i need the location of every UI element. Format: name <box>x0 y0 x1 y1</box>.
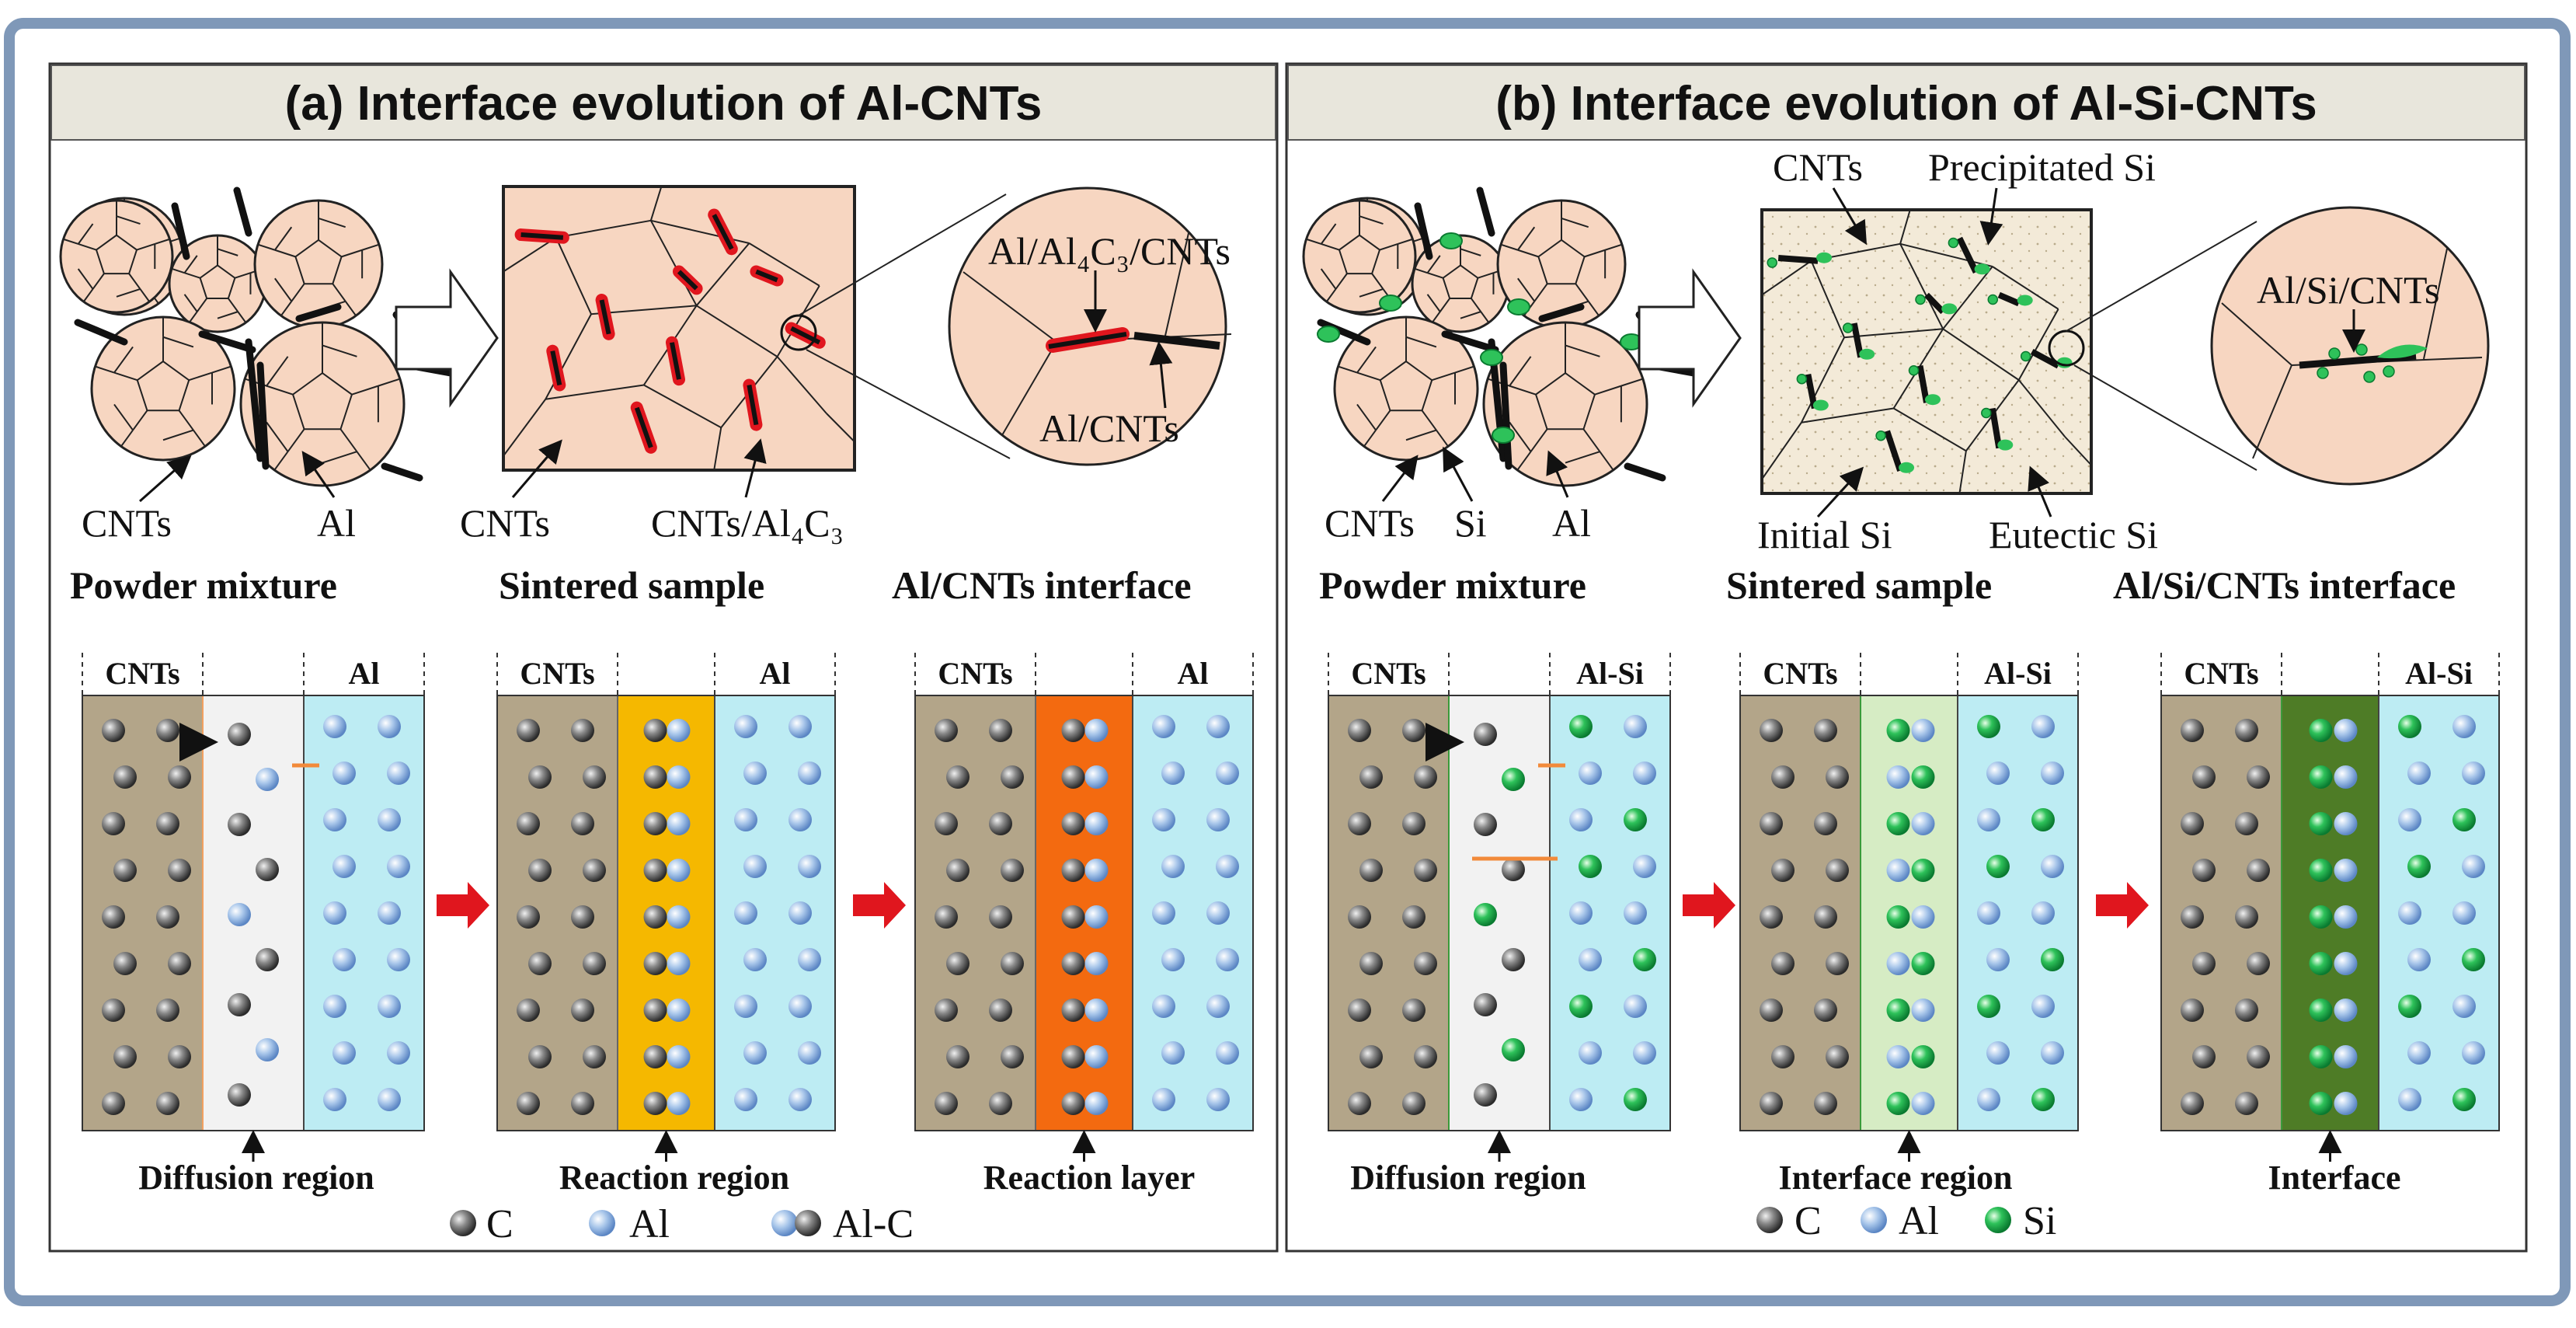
svg-text:Al: Al <box>760 656 791 691</box>
caption-sintered-sample-b: Sintered sample <box>1726 563 1992 607</box>
svg-text:CNTs: CNTs <box>1763 656 1837 691</box>
label-cnts-al4c3: CNTs/Al₄C₃ <box>651 501 844 545</box>
caption-al-si-cnts-interface: Al/Si/CNTs interface <box>2113 563 2456 607</box>
label-cnts-sintered: CNTs <box>460 501 550 545</box>
panel-b-interface-zoom: Al/Si/CNTs Al/Si/CNTs interface <box>2113 206 2490 607</box>
legend-c-b: C <box>1794 1199 1822 1243</box>
svg-text:CNTs: CNTs <box>520 656 594 691</box>
label-precipitated-si: Precipitated Si <box>1928 145 2156 189</box>
svg-text:Al-Si: Al-Si <box>1576 656 1644 691</box>
label-cnts-b: CNTs <box>1325 501 1415 545</box>
label-al-al4c3-cnts: Al/Al₄C₃/CNTs <box>988 229 1231 273</box>
label-eutectic-si: Eutectic Si <box>1989 513 2158 556</box>
svg-text:CNTs: CNTs <box>2184 656 2258 691</box>
svg-text:CNTs: CNTs <box>105 656 179 691</box>
caption-sintered-sample: Sintered sample <box>499 563 764 607</box>
panel-b-title: (b) Interface evolution of Al-Si-CNTs <box>1495 77 2317 131</box>
label-cnts: CNTs <box>82 501 172 545</box>
svg-text:Al: Al <box>349 656 380 691</box>
label-cnts-b-sintered: CNTs <box>1773 145 1863 189</box>
stage-b-diffusion-region: Diffusion region <box>1350 1159 1586 1197</box>
panel-a-title: (a) Interface evolution of Al-CNTs <box>285 77 1043 131</box>
label-al-b: Al <box>1552 501 1591 545</box>
label-si: Si <box>1454 501 1487 545</box>
interface-boxes: CNTs Al CNTs Al CNTs Al CNTs Al-Si CNTs Al-Si CNTs… <box>82 653 2500 1162</box>
stage-a-diffusion-region: Diffusion region <box>138 1159 374 1197</box>
legend-si: Si <box>2023 1199 2056 1243</box>
panel-a-sintered-sample: CNTs CNTs/Al₄C₃ Sintered sample <box>460 185 1011 607</box>
caption-al-cnts-interface: Al/CNTs interface <box>892 563 1192 607</box>
stage-a-reaction-layer: Reaction layer <box>983 1159 1195 1197</box>
label-al: Al <box>317 501 356 545</box>
panel-a-powder-mixture: CNTs Al Powder mixture <box>59 186 454 607</box>
legend-a: C Al Al-C <box>450 1202 914 1246</box>
panel-b-sintered-sample: CNTs Precipitated Si Initial Si Eutectic… <box>1726 145 2257 607</box>
caption-powder-mixture: Powder mixture <box>70 563 337 607</box>
legend-c: C <box>486 1202 513 1246</box>
svg-text:Al: Al <box>1178 656 1209 691</box>
svg-text:Al-Si: Al-Si <box>1984 656 2052 691</box>
process-arrow-a <box>395 268 499 408</box>
label-al-cnts: Al/CNTs <box>1039 406 1179 450</box>
panel-b-powder-mixture: CNTs Si Al Powder mixture <box>1302 186 1697 607</box>
svg-text:Al-Si: Al-Si <box>2405 656 2473 691</box>
legend-al-c: Al-C <box>833 1202 914 1246</box>
svg-text:CNTs: CNTs <box>938 656 1012 691</box>
outer-frame <box>4 18 2571 1306</box>
stage-b-interface-region: Interface region <box>1779 1159 2013 1197</box>
panel-a-border <box>48 62 1279 1253</box>
legend-al-b: Al <box>1899 1199 1939 1243</box>
caption-powder-mixture-b: Powder mixture <box>1319 563 1586 607</box>
panel-a-interface-zoom: Al/Al₄C₃/CNTs Al/CNTs Al/CNTs interface <box>892 186 1232 607</box>
legend-al: Al <box>629 1202 670 1246</box>
label-al-si-cnts: Al/Si/CNTs <box>2257 268 2439 312</box>
svg-text:CNTs: CNTs <box>1351 656 1426 691</box>
label-initial-si: Initial Si <box>1757 513 1892 556</box>
process-arrow-b <box>1638 268 1742 408</box>
panel-b-border <box>1285 62 2528 1253</box>
panel-b-title-bar <box>1287 64 2526 141</box>
stage-b-interface: Interface <box>2268 1159 2400 1197</box>
stage-a-reaction-region: Reaction region <box>559 1159 789 1197</box>
panel-a-title-bar <box>50 64 1276 141</box>
legend-b: C Al Si <box>1756 1199 2056 1243</box>
